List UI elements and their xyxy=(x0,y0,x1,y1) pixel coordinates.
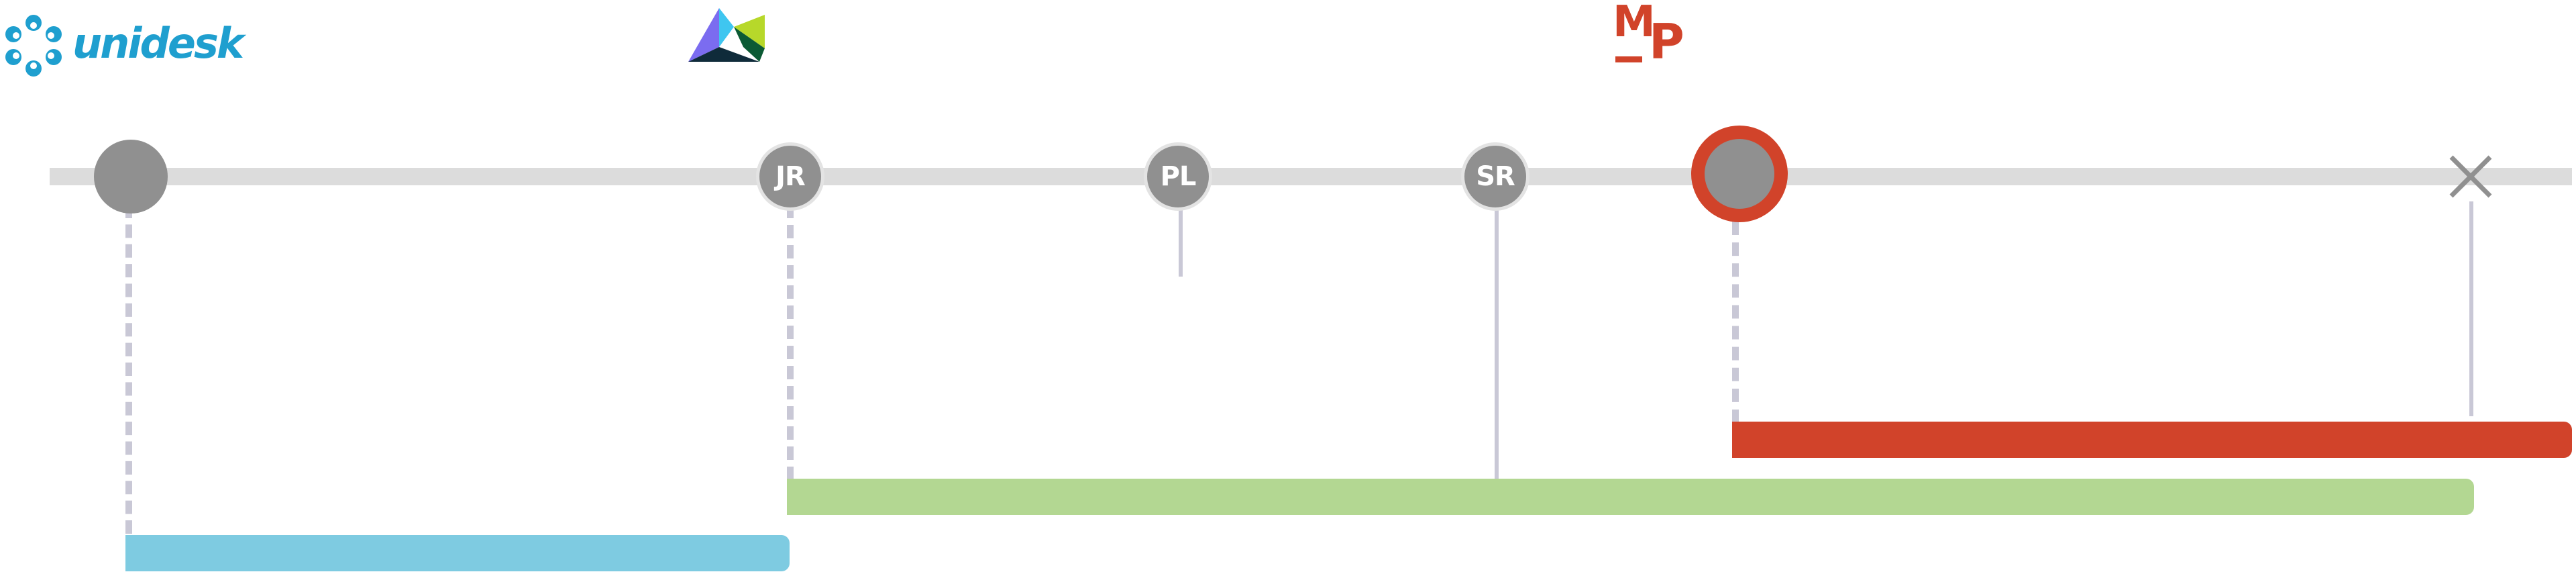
triangle-logo-icon xyxy=(688,8,765,62)
tenure-bar-triangle-company xyxy=(787,479,2474,515)
unidesk-wordmark: unidesk xyxy=(72,19,244,68)
unidesk-flower-icon xyxy=(5,15,62,77)
mp-logo-underline xyxy=(1615,56,1642,62)
connector-start xyxy=(125,205,132,534)
connector-jr xyxy=(787,205,794,480)
timeline-node-pl[interactable]: PL xyxy=(1144,142,1212,211)
timeline-node-current[interactable] xyxy=(1691,126,1788,222)
mp-logo-m: M xyxy=(1613,0,1656,47)
timeline-node-start[interactable] xyxy=(94,140,168,213)
node-label: PL xyxy=(1160,161,1197,192)
tenure-bar-unidesk xyxy=(125,535,790,571)
mp-logo-p: P xyxy=(1649,13,1684,70)
mp-logo: M P xyxy=(1610,0,1697,70)
connector-sr xyxy=(1495,201,1499,480)
triangle-logo xyxy=(686,7,766,64)
connector-current xyxy=(1732,222,1739,423)
connector-end xyxy=(2469,201,2473,416)
node-label: SR xyxy=(1476,161,1515,192)
timeline-node-sr[interactable]: SR xyxy=(1461,142,1529,211)
close-icon[interactable] xyxy=(2449,154,2493,199)
connector-pl xyxy=(1179,201,1183,277)
timeline-track xyxy=(50,168,2572,185)
tenure-bar-mp xyxy=(1732,422,2572,458)
timeline-node-jr[interactable]: JR xyxy=(756,142,824,211)
unidesk-logo: unidesk xyxy=(0,12,275,79)
node-label: JR xyxy=(775,161,806,192)
